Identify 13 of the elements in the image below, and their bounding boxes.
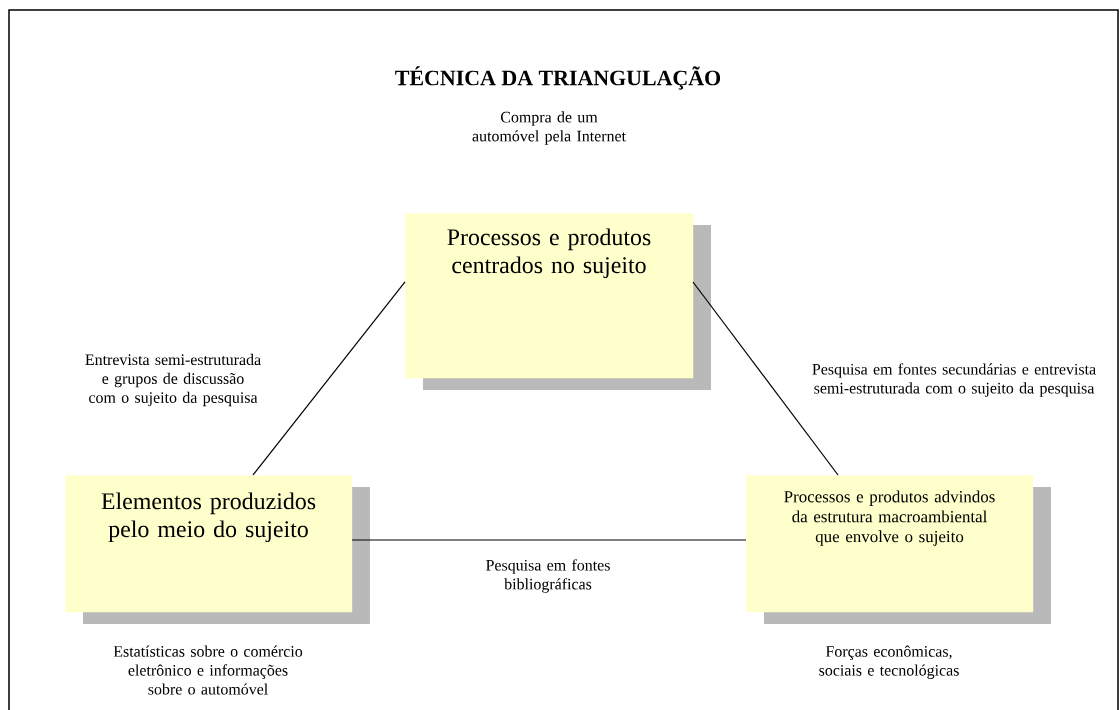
caption-text: Estatísticas sobre o comércio eletrônico e informações sobre o automóvel xyxy=(113,645,303,695)
note-text: Compra de um automóvel pela Internet xyxy=(472,111,626,145)
edge-label: Entrevista semi-estruturada e grupos de discussão com o sujeito da pesquisa xyxy=(85,353,261,407)
connector-line xyxy=(351,539,747,541)
connector-line xyxy=(252,281,406,476)
connector-line xyxy=(692,281,839,476)
edge-label: Pesquisa em fontes secundárias e entrevista semi-estruturada com o sujeito da pesquisa xyxy=(812,363,1096,397)
process-box: Processos e produtos advindos da estrutura macroambiental que envolve o sujeito xyxy=(746,475,1051,624)
process-box: Elementos produzidos pelo meio do sujeito xyxy=(65,475,370,624)
edge-label: Pesquisa em fontes bibliográficas xyxy=(486,559,610,593)
process-box: Processos e produtos centrados no sujeito xyxy=(405,213,711,390)
caption-text: Forças econômicas, sociais e tecnológicas xyxy=(819,645,959,679)
title: TÉCNICA DA TRIANGULAÇÃO xyxy=(395,66,721,90)
